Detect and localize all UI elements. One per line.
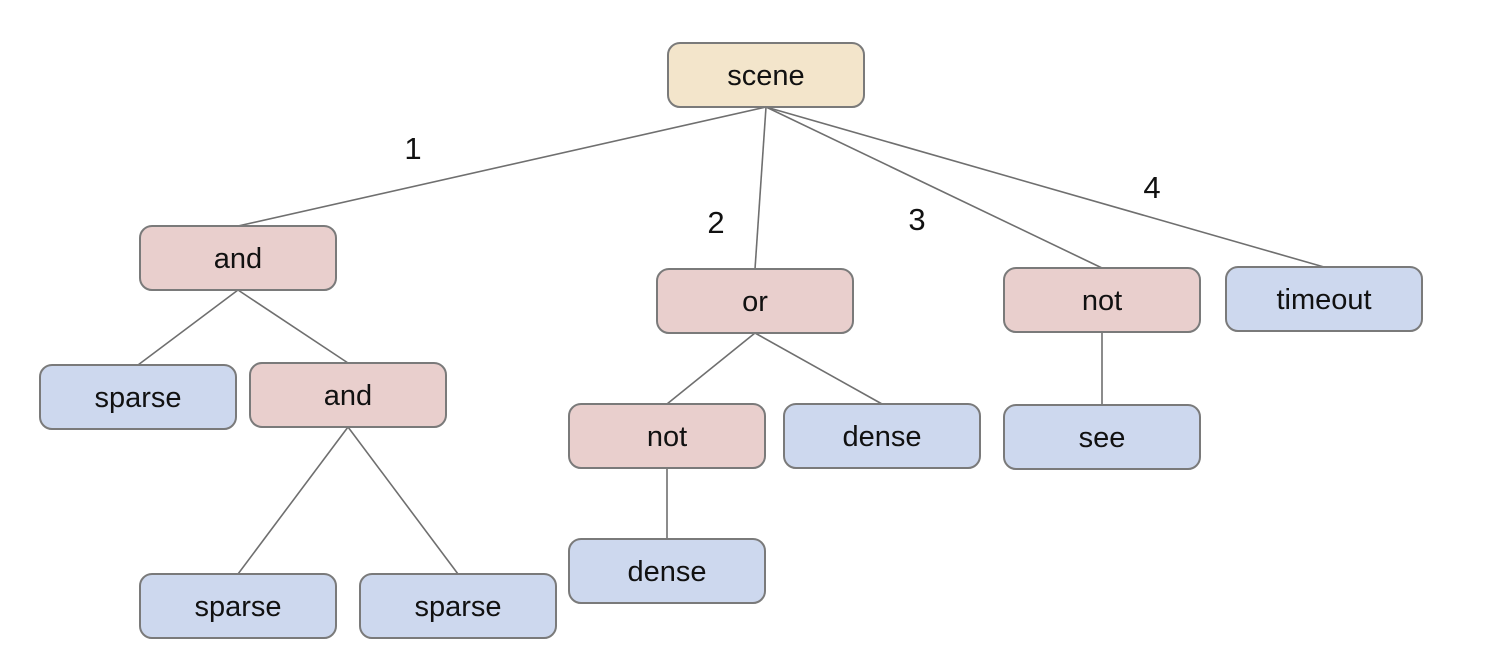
node-label: dense <box>627 556 706 588</box>
node-box-leaf <box>39 364 237 430</box>
tree-node-see1: see <box>1003 404 1201 470</box>
node-label: see <box>1079 422 1126 454</box>
nodes-layer: scene and or not timeout sparse and not dense see… <box>39 42 1423 639</box>
tree-node-scene: scene <box>667 42 865 108</box>
tree-node-dense2: dense <box>568 538 766 604</box>
tree-node-and2: and <box>249 362 447 428</box>
node-box-leaf <box>1003 404 1201 470</box>
node-box-operator <box>1003 267 1201 333</box>
node-box-operator <box>568 403 766 469</box>
node-label: and <box>324 380 372 412</box>
edge-and2-sparse3 <box>347 426 459 575</box>
node-label: dense <box>842 421 921 453</box>
node-box-leaf <box>783 403 981 469</box>
node-label: scene <box>727 60 804 92</box>
edge-label-4: 4 <box>1143 170 1160 205</box>
node-label: sparse <box>414 591 501 623</box>
edge-label-3: 3 <box>908 202 925 237</box>
edge-and1-and2 <box>237 289 349 364</box>
tree-node-dense1: dense <box>783 403 981 469</box>
node-box-leaf <box>359 573 557 639</box>
tree-node-not1: not <box>1003 267 1201 333</box>
node-box-operator <box>656 268 854 334</box>
edge-label-2: 2 <box>707 205 724 240</box>
tree-node-or1: or <box>656 268 854 334</box>
node-box-operator <box>249 362 447 428</box>
edge-or1-not2 <box>666 332 756 405</box>
tree-node-sparse3: sparse <box>359 573 557 639</box>
node-box-root <box>667 42 865 108</box>
edge-label-1: 1 <box>404 131 421 166</box>
node-label: not <box>647 421 687 453</box>
tree-node-timeout1: timeout <box>1225 266 1423 332</box>
edge-scene-not1 <box>765 106 1103 269</box>
tree-node-sparse1: sparse <box>39 364 237 430</box>
tree-node-sparse2: sparse <box>139 573 337 639</box>
node-label: timeout <box>1276 284 1371 316</box>
node-box-leaf <box>568 538 766 604</box>
node-label: sparse <box>194 591 281 623</box>
node-box-leaf <box>1225 266 1423 332</box>
edge-and1-sparse1 <box>137 289 239 366</box>
edge-scene-timeout1 <box>765 106 1325 268</box>
tree-node-and1: and <box>139 225 337 291</box>
tree-node-not2: not <box>568 403 766 469</box>
edges-layer <box>137 106 1325 575</box>
node-label: not <box>1082 285 1122 317</box>
node-box-operator <box>139 225 337 291</box>
edge-labels-layer: 1 2 3 4 <box>404 131 1160 240</box>
node-label: sparse <box>94 382 181 414</box>
node-label: and <box>214 243 262 275</box>
edge-scene-and1 <box>237 106 767 227</box>
node-box-leaf <box>139 573 337 639</box>
edge-or1-dense1 <box>754 332 883 405</box>
node-label: or <box>742 286 768 318</box>
edge-scene-or1 <box>754 106 767 270</box>
edge-and2-sparse2 <box>237 426 349 575</box>
